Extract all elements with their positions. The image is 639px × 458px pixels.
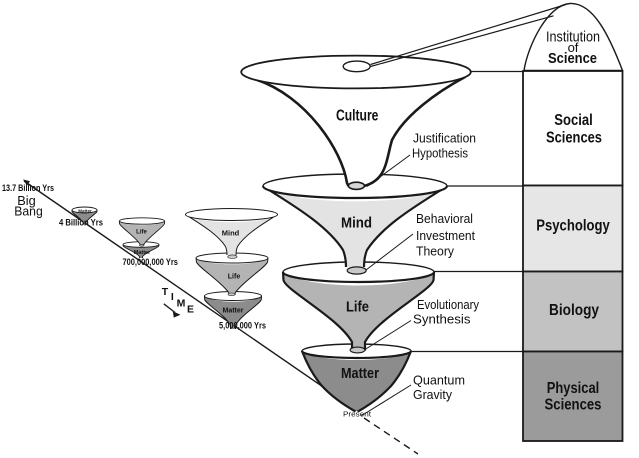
svg-text:Sciences: Sciences (545, 397, 602, 414)
svg-text:Matter: Matter (134, 250, 151, 256)
svg-text:Biology: Biology (549, 302, 599, 319)
svg-text:Life: Life (228, 274, 241, 281)
svg-text:Evolutionary: Evolutionary (417, 297, 479, 312)
svg-text:Mind: Mind (222, 229, 240, 238)
svg-text:Hypothesis: Hypothesis (412, 146, 468, 161)
svg-text:Life: Life (136, 230, 147, 236)
svg-text:Quantum: Quantum (413, 373, 465, 388)
svg-text:Investment: Investment (416, 228, 475, 243)
svg-text:4 Billion Yrs: 4 Billion Yrs (59, 218, 103, 228)
svg-text:Institution: Institution (546, 30, 600, 46)
svg-text:Matter: Matter (78, 209, 92, 214)
svg-text:Sciences: Sciences (546, 130, 602, 147)
svg-text:T: T (162, 286, 169, 298)
svg-text:Gravity: Gravity (413, 387, 452, 402)
svg-text:Psychology: Psychology (536, 218, 610, 235)
svg-text:Big: Big (17, 194, 36, 208)
svg-text:Present: Present (343, 410, 372, 419)
svg-text:Life: Life (346, 299, 369, 316)
svg-text:Matter: Matter (341, 365, 379, 382)
svg-text:Bang: Bang (14, 205, 43, 219)
svg-text:Mind: Mind (341, 215, 372, 232)
svg-text:Synthesis: Synthesis (413, 312, 471, 327)
svg-text:Matter: Matter (222, 308, 243, 315)
svg-text:E: E (187, 304, 194, 316)
svg-text:M: M (177, 298, 186, 310)
svg-text:of: of (568, 40, 579, 55)
svg-text:5,000,000 Yrs: 5,000,000 Yrs (219, 321, 266, 332)
svg-text:Physical: Physical (547, 380, 600, 397)
svg-text:13.7 Billion Yrs: 13.7 Billion Yrs (2, 183, 54, 193)
svg-text:I: I (171, 291, 174, 303)
svg-text:Theory: Theory (416, 244, 454, 259)
svg-text:Science: Science (548, 50, 597, 67)
svg-text:700,000,000 Yrs: 700,000,000 Yrs (122, 257, 178, 268)
svg-text:Behavioral: Behavioral (416, 211, 473, 226)
svg-text:Culture: Culture (336, 108, 379, 125)
svg-text:Justification: Justification (413, 131, 476, 146)
svg-text:Social: Social (554, 112, 593, 129)
